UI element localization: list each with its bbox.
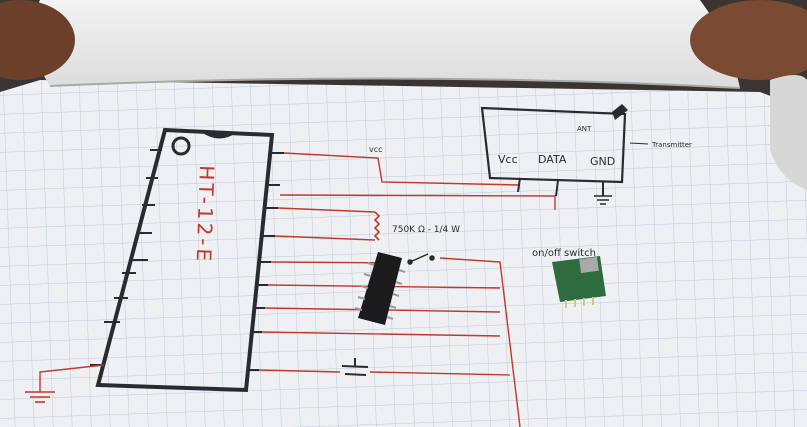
resistor-symbol (373, 211, 381, 241)
top-page (32, 0, 740, 88)
switch-symbol (407, 253, 435, 265)
left-hand (0, 0, 75, 80)
chip-pins-right (247, 152, 284, 371)
right-page-corner (770, 75, 807, 190)
tx-side-label: Transmitter (651, 141, 692, 149)
tx-pin-gnd: GND (590, 155, 615, 168)
right-hand (690, 0, 807, 80)
switch-label: on/off switch (532, 248, 596, 259)
vcc-label: vcc (369, 145, 383, 154)
transmitter-box (480, 104, 649, 205)
ground-symbol-left (25, 391, 55, 403)
tx-pin-data: DATA (538, 153, 567, 166)
encoder-chip (95, 127, 275, 393)
page-fold (49, 77, 741, 89)
resistor-label: 750K Ω - 1/4 W (392, 225, 460, 235)
tx-ant-label: ANT (577, 125, 592, 133)
push-button-symbol (341, 358, 369, 376)
rf-module-photo (552, 256, 606, 308)
grid-lines (0, 80, 807, 427)
dip-chip-photo (354, 252, 406, 325)
chip-label: HT-12-E (192, 165, 219, 265)
tx-pin-vcc: Vcc (498, 153, 518, 166)
